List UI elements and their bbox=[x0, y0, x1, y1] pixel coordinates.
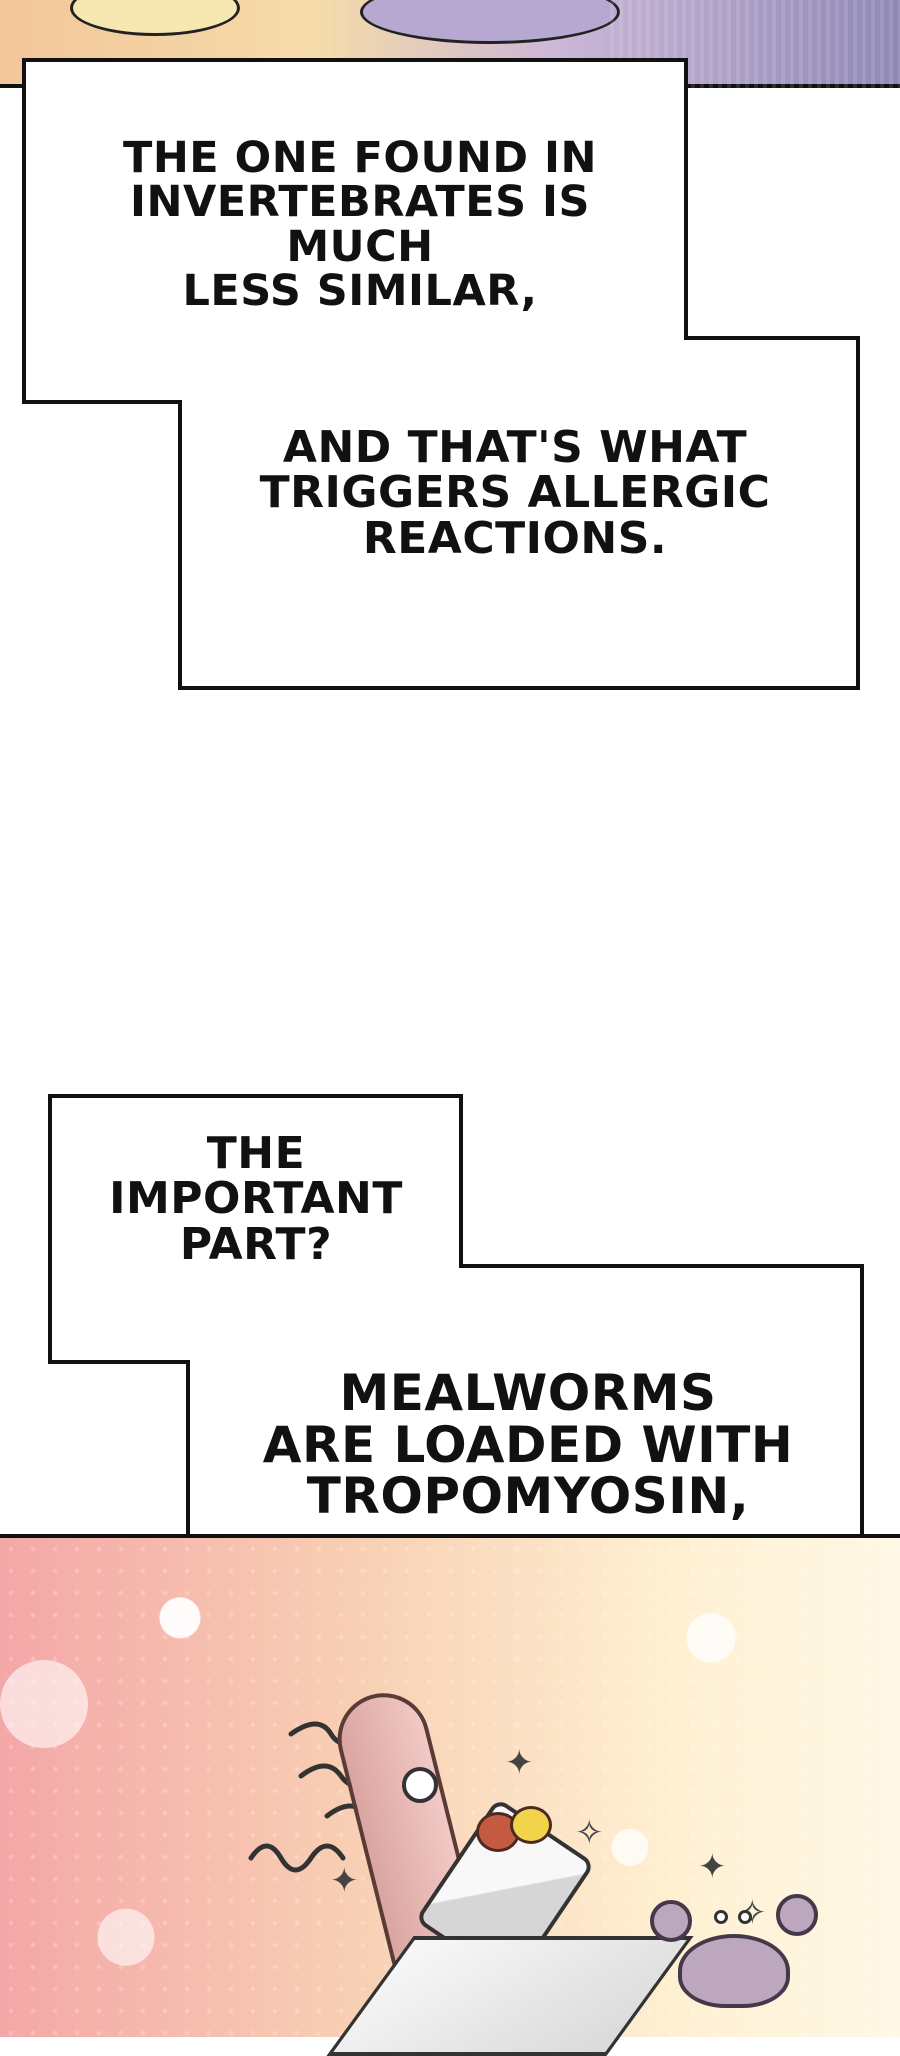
wiggle-line-icon-2 bbox=[248, 1843, 346, 1873]
sparkle-icon-1: ✦ bbox=[505, 1743, 534, 1783]
crab-left-eye bbox=[714, 1910, 728, 1924]
sparkle-icon-2: ✧ bbox=[575, 1813, 604, 1853]
left-flower-shape bbox=[0, 1660, 88, 1748]
yellow-flower-icon bbox=[510, 1806, 552, 1844]
crab-character bbox=[650, 1894, 820, 2018]
sparkle-icon-3: ✦ bbox=[698, 1847, 727, 1887]
crab-right-claw bbox=[776, 1894, 818, 1936]
speech-text-1b: AND THAT'S WHAT TRIGGERS ALLERGIC REACTI… bbox=[259, 422, 771, 564]
speech-text-2a: THE IMPORTANT PART? bbox=[109, 1128, 403, 1270]
crab-left-claw bbox=[650, 1900, 692, 1942]
speech-text-2b: MEALWORMS ARE LOADED WITH TROPOMYOSIN, bbox=[262, 1364, 794, 1525]
speech-bubble-1 bbox=[22, 58, 860, 690]
crab-right-eye bbox=[738, 1910, 752, 1924]
speech-text-1a: THE ONE FOUND IN INVERTEBRATES IS MUCH L… bbox=[122, 133, 598, 316]
crab-body bbox=[678, 1934, 790, 2008]
top-art-panel bbox=[0, 0, 900, 88]
mealworm-face bbox=[402, 1767, 438, 1803]
sparkle-icon-4: ✦ bbox=[330, 1861, 359, 1901]
